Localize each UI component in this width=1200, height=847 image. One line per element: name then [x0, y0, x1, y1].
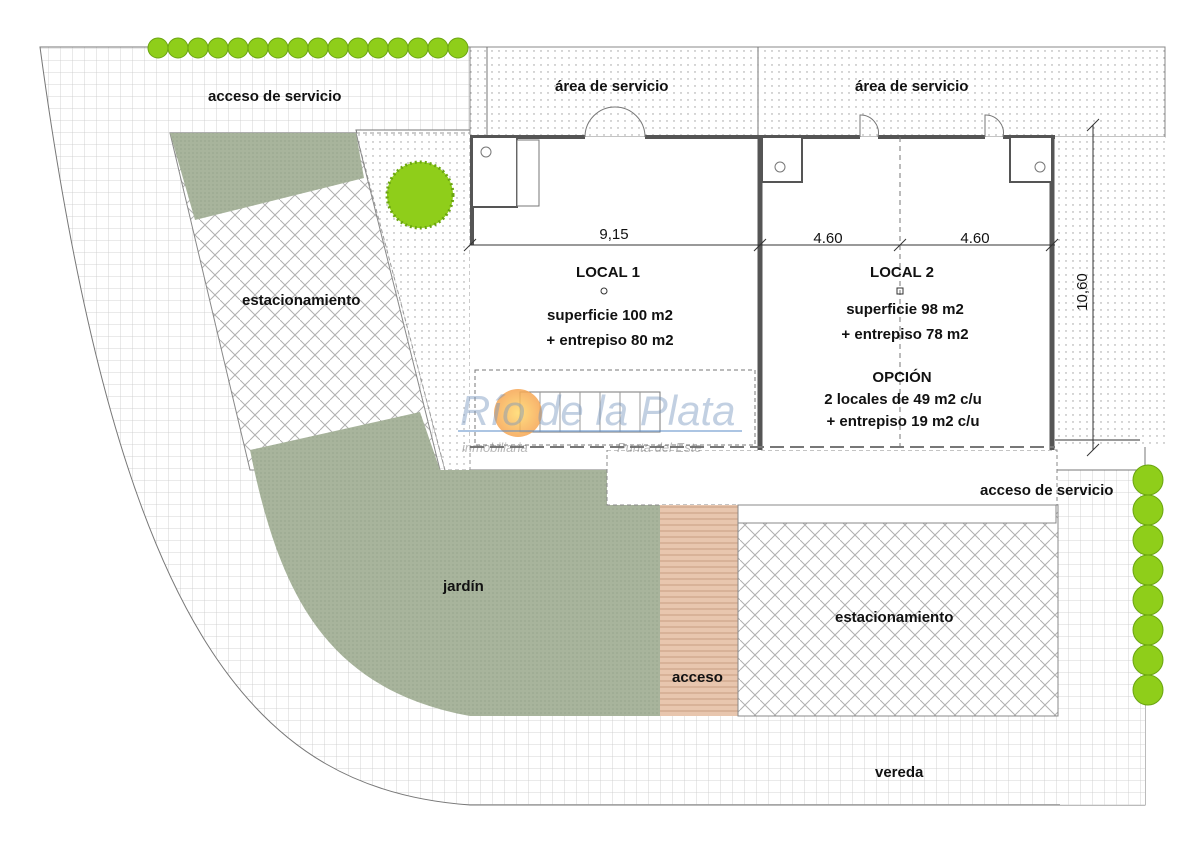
label-area-servicio-right: área de servicio: [855, 78, 968, 95]
bathroom-l2b: [1009, 136, 1053, 183]
label-vereda: vereda: [875, 764, 924, 781]
watermark: Río de la Plata inmobiliaria Punta del E…: [458, 387, 742, 455]
watermark-sub-left: inmobiliaria: [462, 440, 528, 455]
parking-right-curb: [737, 504, 1057, 524]
watermark-sun-icon: [494, 389, 542, 437]
local1-entrepiso: + entrepiso 80 m2: [546, 332, 673, 349]
column-marker: [600, 287, 608, 295]
local2-entrepiso: + entrepiso 78 m2: [841, 326, 968, 343]
garden: [250, 412, 660, 716]
stair-steps: [539, 392, 641, 432]
dimension-width-b: 4.60: [960, 230, 989, 247]
door-swing: [584, 106, 646, 138]
local2-option-line2: + entrepiso 19 m2 c/u: [827, 413, 980, 430]
local2-superficie: superficie 98 m2: [846, 301, 964, 318]
toilet-icon: [774, 161, 786, 173]
label-acceso: acceso: [672, 669, 723, 686]
label-estacionamiento-left: estacionamiento: [242, 292, 360, 309]
tree-round-icon: [385, 160, 455, 230]
service-access-strip: [606, 449, 1058, 506]
bathroom-l2a: [761, 136, 803, 183]
toilet-icon: [480, 146, 492, 158]
access-deck: [660, 505, 738, 716]
local2-title: LOCAL 2: [870, 264, 934, 281]
watermark-sub-right: Punta del Este: [617, 440, 702, 455]
toilet-icon: [1034, 161, 1046, 173]
mezzanine-outline: [474, 369, 756, 446]
dimension-width-total: 9,15: [599, 226, 628, 243]
label-jardin: jardín: [442, 578, 484, 595]
local2-option-title: OPCIÓN: [872, 368, 931, 386]
dimension-lines: [463, 118, 1140, 457]
hedge-right-icon: [1132, 464, 1164, 706]
building: [470, 106, 1055, 450]
local1-title: LOCAL 1: [576, 264, 640, 281]
service-area-top: [469, 46, 1166, 138]
bathroom-l1: [471, 136, 518, 208]
door-swing: [984, 114, 1004, 138]
garden-top: [170, 133, 364, 220]
label-acceso-servicio-top: acceso de servicio: [208, 88, 341, 105]
parking-right: [737, 504, 1059, 717]
local2-floor: [760, 137, 1055, 450]
local2-option-line1: 2 locales de 49 m2 c/u: [824, 391, 982, 408]
kitchen-l1: [516, 139, 540, 207]
dimension-depth: 10,60: [1074, 273, 1091, 311]
column-marker: [896, 287, 904, 295]
label-area-servicio-left: área de servicio: [555, 78, 668, 95]
dimension-width-a: 4.60: [813, 230, 842, 247]
watermark-brand: Río de la Plata: [460, 387, 736, 434]
vereda-bottom-right: [1060, 520, 1145, 805]
hedge-top-icon: [147, 37, 469, 59]
door-swing: [859, 114, 879, 138]
service-area-right: [1055, 137, 1165, 447]
label-acceso-servicio-right: acceso de servicio: [980, 482, 1113, 499]
label-estacionamiento-right: estacionamiento: [835, 609, 953, 626]
local1-superficie: superficie 100 m2: [547, 307, 673, 324]
